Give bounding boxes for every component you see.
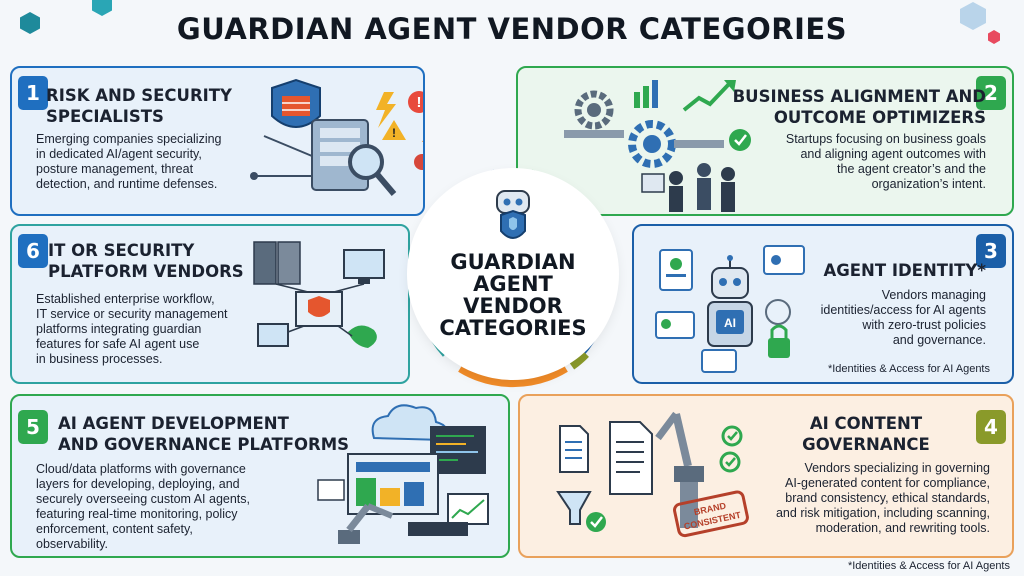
content-governance-illustration: BRAND CONSISTENT [556,411,749,538]
decor-hex [988,30,1000,44]
robot-shield-icon [496,190,530,239]
card-number-badge: 6 [18,234,48,268]
svg-text:!: ! [392,126,396,140]
business-gears-illustration [564,80,751,212]
card-description: Established enterprise workflow,IT servi… [36,292,228,366]
page-footnote: *Identities & Access for AI Agents [847,560,1010,572]
cloud-platform-illustration [317,404,489,544]
center-title: GUARDIAN AGENT VENDOR CATEGORIES [439,250,587,340]
card-number-badge: 5 [18,410,48,444]
page-title: GUARDIAN AGENT VENDOR CATEGORIES [176,12,848,46]
card-number-badge: 2 [976,76,1006,110]
svg-text:AI: AI [724,316,736,330]
robot-identity-illustration: AI [655,245,805,373]
center-hub: GUARDIAN AGENT VENDOR CATEGORIES [389,139,637,409]
card-number-badge: 3 [976,234,1006,268]
it-network-illustration [253,241,385,348]
security-server-illustration: ! ! [250,78,423,196]
identity-footnote: *Identities & Access for AI Agents [827,363,990,375]
decor-hex [20,12,40,34]
svg-text:!: ! [417,94,422,111]
card-number-badge: 1 [18,76,48,110]
card-number-badge: 4 [976,410,1006,444]
card-title: AGENT IDENTITY* [823,261,986,280]
decor-hex [92,0,112,16]
